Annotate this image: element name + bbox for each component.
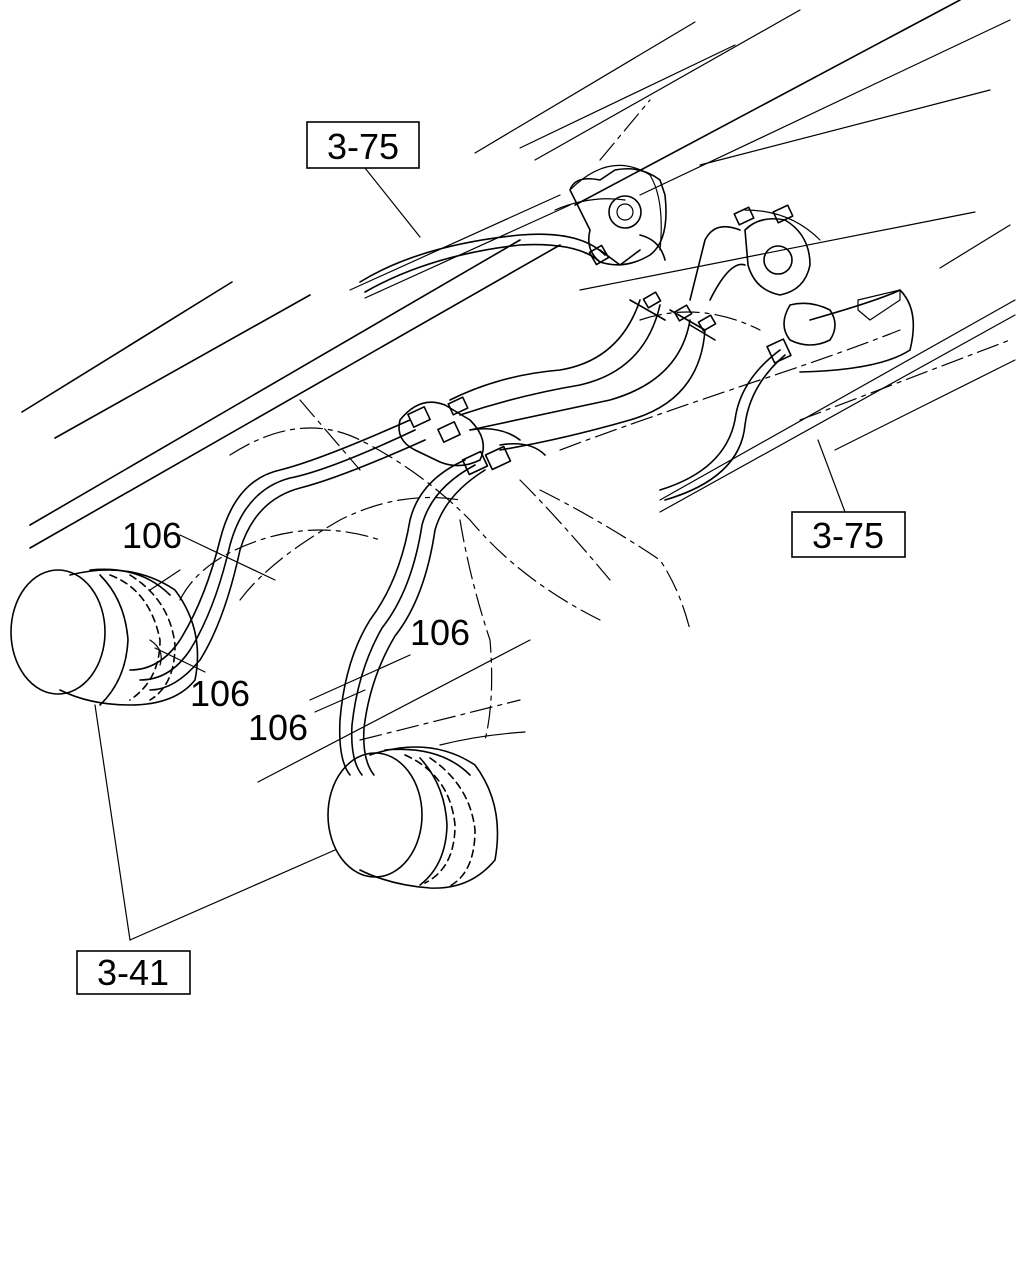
- air-spring-right: [327, 731, 526, 889]
- chassis-frame: [21, 0, 1016, 783]
- leveling-valve-rear: [569, 167, 667, 266]
- ref-text-top: 3-75: [327, 126, 399, 167]
- callout-106-d: 106: [248, 707, 308, 748]
- phantom-outlines: [179, 99, 1011, 741]
- callout-106-b: 106: [190, 673, 250, 714]
- leader-lines: [94, 167, 846, 941]
- callout-106-c: 106: [410, 612, 470, 653]
- pipe-clamps: [629, 291, 717, 341]
- ref-text-right: 3-75: [812, 515, 884, 556]
- air-spring-left: [10, 568, 199, 706]
- distribution-valve-center: [398, 396, 546, 476]
- air-pipes: [129, 164, 915, 776]
- ref-text-bottom: 3-41: [97, 952, 169, 993]
- leveling-valve-right: [733, 204, 901, 364]
- ref-box-bottom[interactable]: 3-41: [76, 950, 191, 995]
- ref-box-right[interactable]: 3-75: [791, 511, 906, 558]
- ref-box-top[interactable]: 3-75: [306, 121, 420, 169]
- callout-106-a: 106: [122, 515, 182, 556]
